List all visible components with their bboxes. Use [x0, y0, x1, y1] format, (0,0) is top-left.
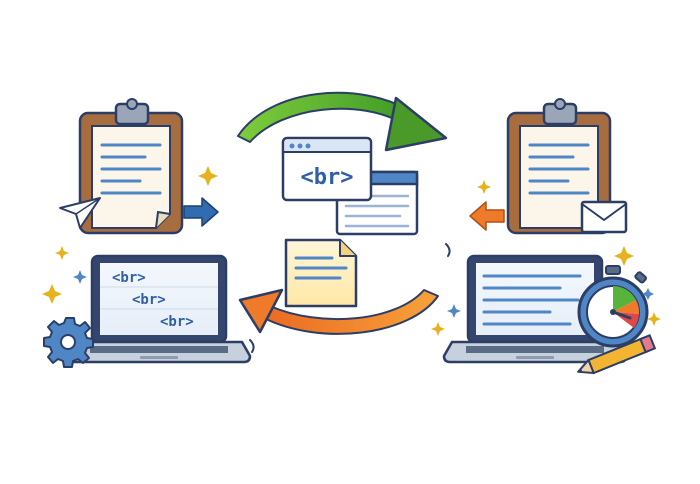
br-tag-1: <br>	[112, 270, 146, 286]
center-br-tag: <br>	[301, 165, 354, 190]
stopwatch-icon	[577, 265, 649, 348]
motion-lines	[249, 243, 451, 353]
green-curved-arrow	[237, 91, 448, 152]
br-code-window: <br>	[281, 136, 373, 202]
document-icon	[284, 238, 358, 308]
orange-arrow-left-icon	[469, 201, 505, 231]
pencil-icon	[577, 334, 657, 375]
envelope-icon	[580, 200, 628, 234]
blue-arrow-right-icon	[183, 197, 219, 227]
sparkle-icon	[42, 166, 661, 336]
br-tag-3: <br>	[160, 314, 194, 330]
paper-plane-icon	[59, 197, 101, 229]
left-laptop: <br> <br> <br>	[66, 254, 252, 364]
gear-icon	[43, 317, 94, 368]
sparkle-icon	[73, 270, 654, 318]
left-clipboard-icon	[78, 98, 184, 235]
br-tag-2: <br>	[132, 292, 166, 308]
orange-curved-arrow	[238, 288, 439, 335]
right-laptop	[442, 254, 628, 364]
